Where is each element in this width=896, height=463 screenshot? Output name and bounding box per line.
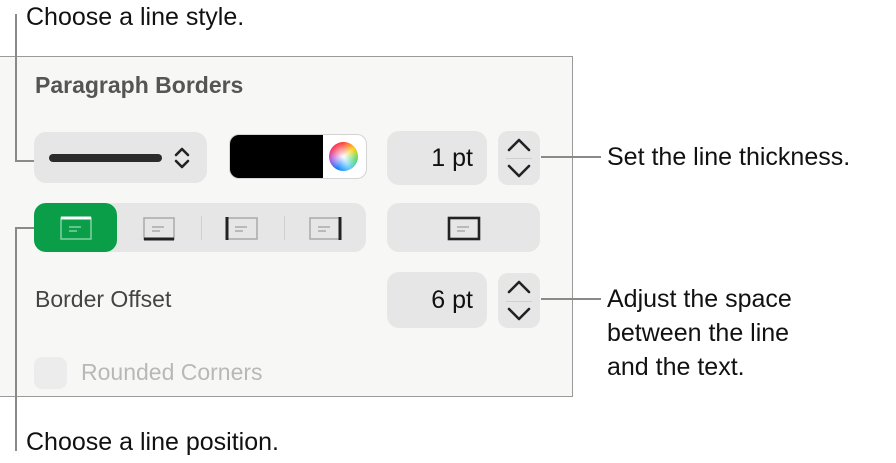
callout-thickness-line	[541, 156, 601, 158]
position-left-button[interactable]	[200, 203, 283, 252]
border-left-icon	[225, 216, 258, 240]
chevron-updown-icon	[174, 147, 190, 169]
segment-separator	[201, 216, 202, 240]
position-top-button[interactable]	[34, 203, 117, 252]
callout-offset-line3: and the text.	[607, 353, 745, 381]
line-thickness-field[interactable]: 1 pt	[387, 131, 487, 185]
callout-line-style-horizontal	[15, 160, 34, 162]
chevron-down-icon[interactable]	[506, 163, 532, 179]
callout-offset-line1: Adjust the space	[607, 285, 792, 313]
rounded-corners-checkbox[interactable]	[34, 357, 67, 389]
color-wheel-icon[interactable]	[329, 142, 358, 171]
border-top-icon	[59, 216, 92, 240]
line-position-segmented-control[interactable]	[34, 203, 366, 252]
chevron-up-icon[interactable]	[506, 137, 532, 153]
position-bottom-button[interactable]	[117, 203, 200, 252]
border-box-icon	[447, 216, 480, 240]
border-right-icon	[308, 216, 341, 240]
border-offset-stepper[interactable]	[498, 273, 540, 328]
rounded-corners-label: Rounded Corners	[81, 359, 263, 385]
callout-line-style-vertical	[15, 14, 17, 162]
callout-line-position: Choose a line position.	[26, 428, 279, 456]
color-swatch[interactable]	[230, 135, 323, 178]
position-box-button[interactable]	[387, 203, 540, 252]
panel-title: Paragraph Borders	[35, 72, 244, 98]
border-bottom-icon	[142, 216, 175, 240]
callout-line-position-horizontal	[15, 227, 34, 229]
line-thickness-stepper[interactable]	[498, 131, 540, 185]
line-style-popup[interactable]	[34, 132, 207, 183]
callout-offset-line2: between the line	[607, 319, 790, 347]
position-right-button[interactable]	[283, 203, 366, 252]
callout-line-position-vertical	[15, 227, 17, 451]
stepper-divider	[506, 300, 532, 302]
segment-separator	[284, 216, 285, 240]
border-offset-field[interactable]: 6 pt	[387, 272, 487, 328]
color-well[interactable]	[230, 135, 366, 178]
callout-line-style: Choose a line style.	[26, 3, 245, 31]
callout-offset-line	[541, 298, 601, 300]
chevron-down-icon[interactable]	[506, 306, 532, 322]
solid-line-icon	[49, 154, 162, 162]
stepper-divider	[506, 158, 532, 159]
border-offset-label: Border Offset	[35, 286, 172, 312]
callout-line-thickness: Set the line thickness.	[607, 143, 851, 171]
chevron-up-icon[interactable]	[506, 279, 532, 295]
